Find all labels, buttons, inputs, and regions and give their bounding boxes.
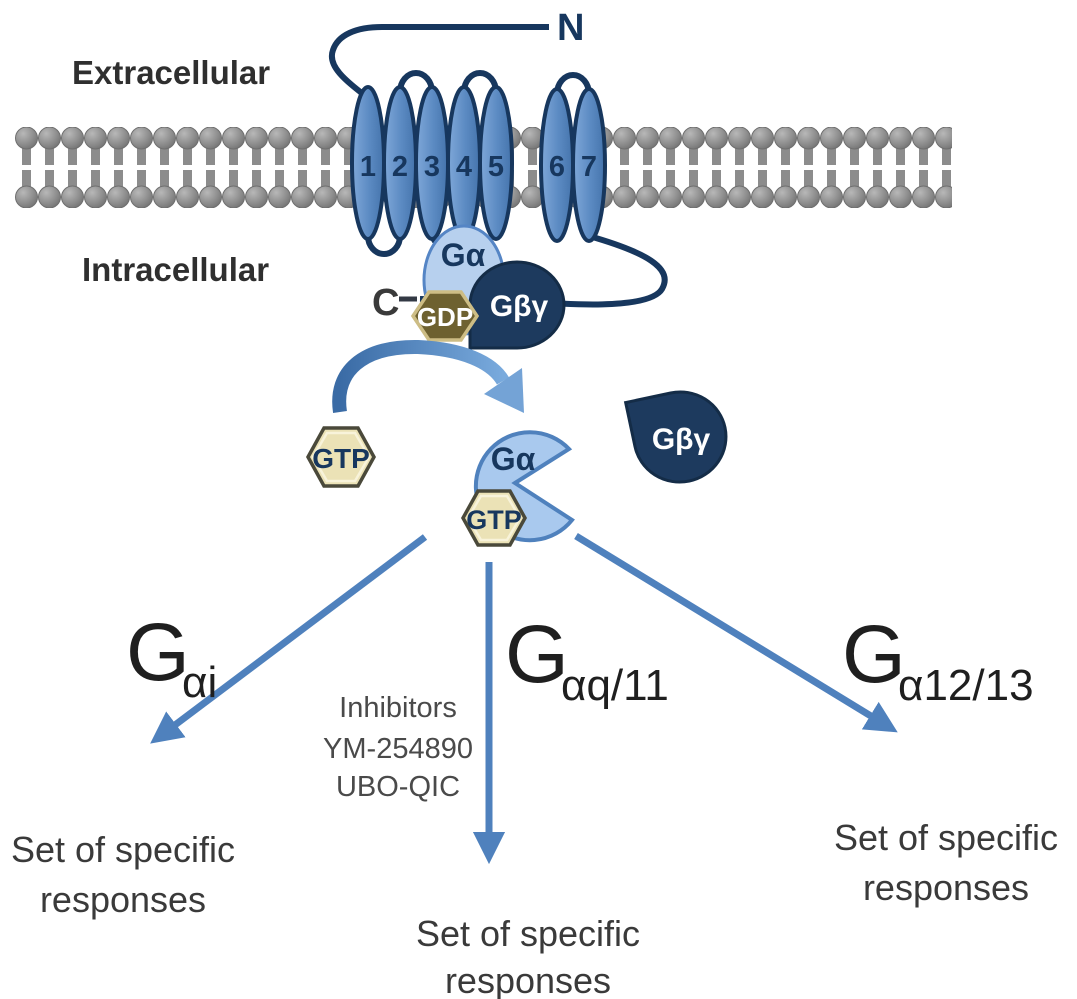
helix-4-number: 4: [456, 151, 472, 183]
n-terminus-label: N: [557, 7, 584, 49]
intracellular-loop-1-2: [365, 235, 403, 257]
exchange-arc: [332, 339, 510, 414]
g-alpha-q11-subscript: αq/11: [561, 661, 669, 710]
helix-6-number: 6: [549, 151, 565, 183]
extracellular-loop-4-5: [461, 70, 499, 93]
extracellular-loop-6-7: [554, 72, 592, 95]
active-g-alpha-complex: Gα GTP: [460, 430, 575, 547]
g-alpha-q11-base: G: [505, 609, 569, 700]
extracellular-loop-2-3: [397, 70, 435, 93]
g-alpha-1213-subscript: α12/13: [898, 661, 1034, 710]
response-right-line2: responses: [863, 867, 1029, 908]
response-middle-line2: responses: [445, 960, 611, 999]
transmembrane-helices: 1 2 3 4 5 6 7: [350, 85, 607, 243]
helix-1-number: 1: [360, 151, 376, 183]
g-beta-gamma-free-shape: [623, 390, 728, 484]
response-captions: Set of specific responses Set of specifi…: [11, 817, 1058, 999]
g-alpha-inactive-label: Gα: [441, 237, 486, 273]
gtp-bound-hexagon: [460, 489, 528, 547]
c-terminus-label: C: [372, 282, 399, 324]
response-left-line2: responses: [40, 879, 206, 920]
response-middle-line1: Set of specific: [416, 913, 640, 954]
g-beta-gamma-bound-shape: [468, 260, 566, 350]
g-alpha-subtype-labels: G αi G αq/11 G α12/13: [126, 607, 1034, 710]
gdp-label: GDP: [417, 302, 473, 332]
arrow-g1213: [574, 533, 898, 733]
intracellular-label: Intracellular: [82, 251, 269, 288]
inhibitors-annotation: Inhibitors YM-254890 UBO-QIC: [323, 692, 473, 803]
g-alpha-i-subscript: αi: [182, 658, 217, 707]
free-g-beta-gamma: Gβγ: [623, 390, 728, 484]
extracellular-label: Extracellular: [72, 54, 270, 91]
helix-3-number: 3: [424, 151, 440, 183]
helix-7-number: 7: [581, 151, 597, 183]
response-left-line1: Set of specific: [11, 829, 235, 870]
gtp-free-hexagon: [306, 426, 376, 488]
helix-7: [571, 87, 607, 243]
inhibitor-ym254890: YM-254890: [323, 733, 473, 765]
gtp-free-hexagon-inner-ring: [311, 431, 371, 483]
gtp-free-label: GTP: [312, 443, 370, 474]
helix-5-number: 5: [488, 151, 504, 183]
g-beta-gamma-free-label: Gβγ: [652, 423, 711, 456]
g-beta-gamma-bound-label: Gβγ: [490, 290, 549, 323]
g-alpha-i-base: G: [126, 607, 190, 698]
gtp-bound-hexagon-inner-ring: [466, 494, 522, 542]
inhibitors-title: Inhibitors: [339, 692, 457, 724]
helix-2-number: 2: [392, 151, 408, 183]
free-gtp: GTP: [306, 426, 376, 488]
n-terminus-line: [328, 24, 549, 101]
inhibitor-ubo-qic: UBO-QIC: [336, 771, 460, 803]
g-alpha-active-label: Gα: [491, 441, 536, 477]
gdp-hexagon: [410, 290, 480, 342]
g-alpha-1213-base: G: [842, 609, 906, 700]
gtp-exchange-arrow: [332, 339, 524, 414]
exchange-arrowhead-icon: [484, 368, 524, 413]
arrow-gi: [150, 534, 428, 744]
inactive-g-protein-complex: Gα Gβγ GDP: [399, 224, 566, 350]
response-right-line1: Set of specific: [834, 817, 1058, 858]
gtp-bound-label: GTP: [466, 505, 522, 535]
helix-5: [478, 85, 514, 241]
pathway-arrows: [150, 533, 898, 865]
